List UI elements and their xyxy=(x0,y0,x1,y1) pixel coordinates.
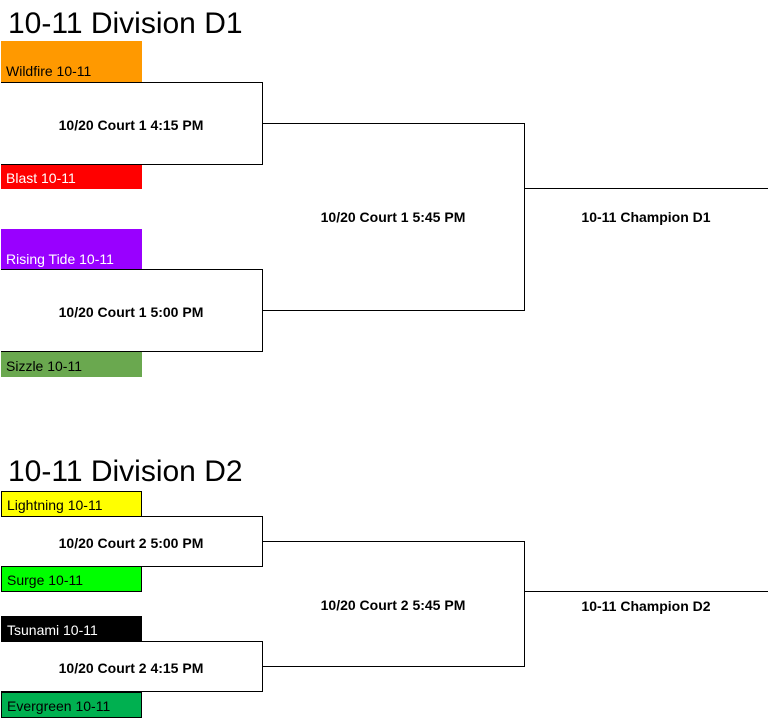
bracket-line xyxy=(524,188,768,189)
team-slot-1: Wildfire 10-11 xyxy=(1,41,142,82)
team-slot-3: Rising Tide 10-11 xyxy=(1,229,142,270)
game-label-final: 10/20 Court 1 5:45 PM xyxy=(320,209,466,225)
bracket-line xyxy=(524,541,525,667)
bracket-line xyxy=(1,82,263,83)
bracket-line xyxy=(1,269,263,270)
team-name: Tsunami 10-11 xyxy=(7,622,98,638)
team-slot-3: Tsunami 10-11 xyxy=(1,616,142,642)
team-name: Sizzle 10-11 xyxy=(6,358,83,374)
bracket-line xyxy=(262,310,525,311)
bracket-line xyxy=(1,566,263,567)
champion-label: 10-11 Champion D2 xyxy=(581,598,711,614)
bracket-line xyxy=(262,123,525,124)
team-name: Rising Tide 10-11 xyxy=(6,251,114,267)
bracket-line xyxy=(1,516,263,517)
division-title: 10-11 Division D2 xyxy=(8,455,243,488)
bracket-line xyxy=(1,351,263,352)
bracket-line xyxy=(262,666,525,667)
team-name: Lightning 10-11 xyxy=(7,497,103,513)
game-label-semi1: 10/20 Court 2 5:00 PM xyxy=(58,535,204,551)
team-name: Wildfire 10-11 xyxy=(6,63,92,79)
team-slot-2: Blast 10-11 xyxy=(1,164,142,189)
team-name: Blast 10-11 xyxy=(6,170,76,186)
game-label-final: 10/20 Court 2 5:45 PM xyxy=(320,597,466,613)
game-label-semi2: 10/20 Court 2 4:15 PM xyxy=(58,660,204,676)
game-label-semi1: 10/20 Court 1 4:15 PM xyxy=(58,117,204,133)
bracket-line xyxy=(524,123,525,311)
champion-label: 10-11 Champion D1 xyxy=(581,209,711,225)
bracket-line xyxy=(1,641,263,642)
team-name: Surge 10-11 xyxy=(7,572,84,588)
team-slot-4: Sizzle 10-11 xyxy=(1,351,142,377)
team-slot-2: Surge 10-11 xyxy=(1,566,142,592)
game-label-semi2: 10/20 Court 1 5:00 PM xyxy=(58,304,204,320)
bracket-line xyxy=(262,541,525,542)
bracket-line xyxy=(1,164,263,165)
team-slot-4: Evergreen 10-11 xyxy=(1,692,142,718)
team-name: Evergreen 10-11 xyxy=(7,698,111,714)
team-slot-1: Lightning 10-11 xyxy=(1,491,142,517)
bracket-line xyxy=(1,691,263,692)
bracket-line xyxy=(524,591,768,592)
division-title: 10-11 Division D1 xyxy=(8,7,243,40)
